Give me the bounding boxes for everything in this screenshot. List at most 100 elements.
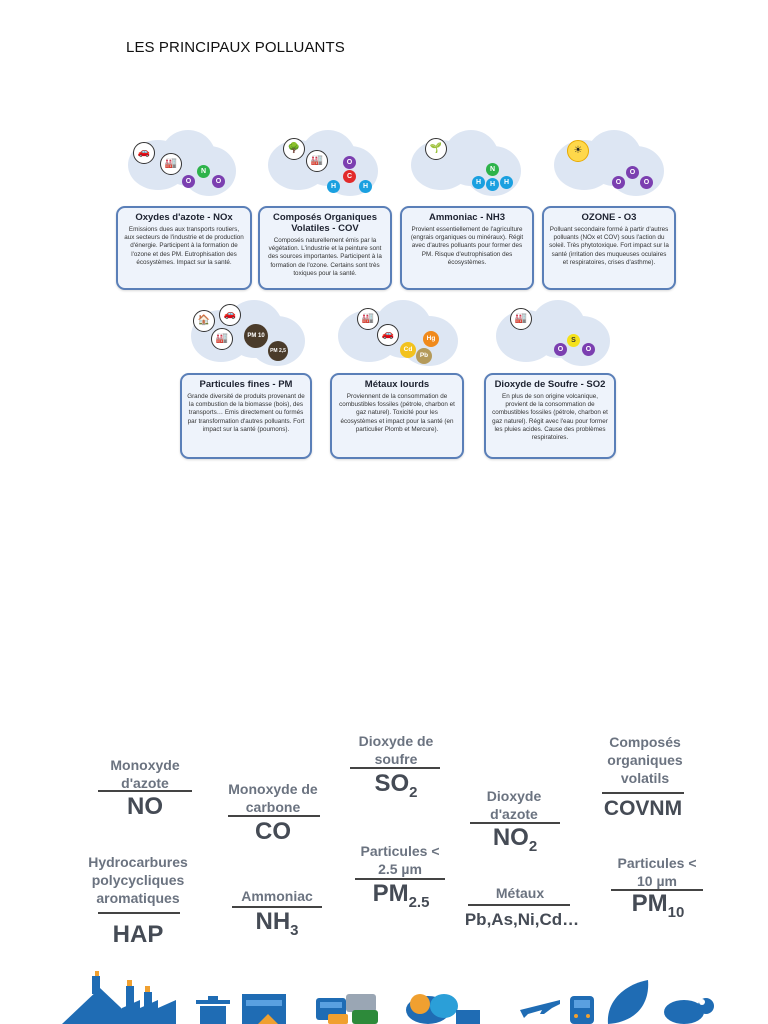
formula-metaux: Pb,As,Ni,Cd… — [452, 910, 592, 930]
oxygen-atom: O — [554, 343, 567, 356]
carbon-atom: C — [343, 170, 356, 183]
card-so2: Dioxyde de Soufre - SO2 En plus de son o… — [484, 373, 616, 459]
cloud-nox — [122, 128, 240, 200]
divider — [355, 878, 445, 880]
formula-text: NO — [492, 824, 529, 851]
car-icon: 🚗 — [219, 304, 241, 326]
oxygen-atom: O — [612, 176, 625, 189]
label-pm25: Particules < 2.5 µm — [360, 843, 440, 877]
airplane-icon — [520, 1000, 560, 1018]
card-body: Provient essentiellement de l'agricultur… — [410, 226, 524, 266]
oxygen-atom: O — [626, 166, 639, 179]
plant-icon: 🌱 — [425, 138, 447, 160]
cloud-nh3 — [405, 128, 525, 200]
formula-text: HAP — [112, 921, 164, 948]
formula-subscript: 2 — [409, 783, 418, 801]
oxygen-atom: O — [343, 156, 356, 169]
leaf-icon — [607, 980, 649, 1024]
oxygen-atom: O — [182, 175, 195, 188]
label-nh3: Ammoniac — [241, 888, 313, 904]
formula-so2: SO2 — [346, 770, 446, 801]
oxygen-atom: O — [582, 343, 595, 356]
sulfur-atom: S — [567, 334, 580, 347]
house-icon — [62, 971, 138, 1024]
card-title: Ammoniac - NH3 — [428, 212, 505, 223]
card-pm: Particules fines - PM Grande diversité d… — [180, 373, 312, 459]
lead-atom: Pb — [416, 348, 432, 364]
mercury-atom: Hg — [423, 331, 439, 347]
divider — [98, 790, 192, 792]
divider — [611, 889, 703, 891]
formula-subscript: 10 — [667, 903, 685, 921]
formula-text: PM — [372, 880, 409, 907]
formula-subscript: 3 — [290, 921, 299, 939]
card-o3: OZONE - O3 Polluant secondaire formé à p… — [542, 206, 676, 290]
formula-text: NO — [127, 793, 163, 820]
card-title: Métaux lourds — [364, 379, 430, 390]
hydrogen-atom: H — [359, 180, 372, 193]
cloud-icon — [406, 994, 480, 1024]
trash-bin-icon — [196, 996, 230, 1024]
oxygen-atom: O — [640, 176, 653, 189]
card-title: Composés Organiques Volatiles - COV — [273, 212, 377, 234]
car-icon: 🚗 — [133, 142, 155, 164]
card-cov: Composés Organiques Volatiles - COV Comp… — [258, 206, 392, 290]
label-no2: Dioxyde d'azote — [486, 788, 542, 822]
label-covnm: Composés organiques volatils — [607, 734, 683, 786]
factory-icon — [122, 980, 176, 1024]
formula-text: CO — [255, 818, 291, 845]
pm10-particle: PM 10 — [244, 324, 268, 348]
formula-pm25: PM2.5 — [346, 880, 456, 911]
cloud-so2 — [490, 298, 614, 370]
formula-co: CO — [222, 818, 324, 846]
card-body: En plus de son origine volcanique, provi… — [492, 393, 608, 442]
divider — [350, 767, 440, 769]
divider — [98, 912, 180, 914]
card-body: Proviennent de la consommation de combus… — [339, 393, 455, 433]
formula-text: PM — [631, 890, 668, 917]
card-body: Polluant secondaire formé à partir d'aut… — [549, 226, 669, 266]
label-pm10: Particules < 10 µm — [617, 855, 697, 889]
hydrogen-atom: H — [472, 176, 485, 189]
cloud-o3 — [548, 128, 668, 200]
factory-icon: 🏭 — [211, 328, 233, 350]
building-icon — [242, 994, 286, 1024]
card-nh3: Ammoniac - NH3 Provient essentiellement … — [400, 206, 534, 290]
cow-icon — [664, 998, 714, 1024]
formula-text: Pb,As,Ni,Cd… — [464, 910, 580, 929]
factory-icon: 🏭 — [160, 153, 182, 175]
formula-pm10: PM10 — [603, 890, 713, 921]
formula-nh3: NH3 — [222, 908, 332, 939]
label-hap: Hydrocarbures polycycliques aromatiques — [88, 854, 188, 906]
traffic-icon — [316, 994, 378, 1024]
tree-icon: 🌳 — [283, 138, 305, 160]
card-body: Emissions dues aux transports routiers, … — [124, 226, 244, 266]
pollution-sources-strip — [62, 971, 714, 1024]
label-metaux: Métaux — [495, 885, 545, 901]
sun-icon: ☀ — [567, 140, 589, 162]
formula-subscript: 2.5 — [408, 893, 430, 911]
label-no: Monoxyde d'azote — [110, 757, 180, 791]
card-title: Particules fines - PM — [199, 379, 293, 390]
pm25-particle: PM 2,5 — [268, 341, 288, 361]
divider — [232, 906, 322, 908]
label-co: Monoxyde de carbone — [228, 781, 318, 815]
oxygen-atom: O — [212, 175, 225, 188]
card-nox: Oxydes d'azote - NOx Emissions dues aux … — [116, 206, 252, 290]
hydrogen-atom: H — [500, 176, 513, 189]
card-title: OZONE - O3 — [581, 212, 637, 223]
hydrogen-atom: H — [327, 180, 340, 193]
card-metals: Métaux lourds Proviennent de la consomma… — [330, 373, 464, 459]
formula-no: NO — [95, 793, 195, 821]
factory-icon: 🏭 — [357, 308, 379, 330]
card-title: Oxydes d'azote - NOx — [135, 212, 233, 223]
factory-icon: 🏭 — [510, 308, 532, 330]
divider — [468, 904, 570, 906]
formula-text: NH — [255, 908, 291, 935]
formula-subscript: 2 — [528, 837, 538, 855]
nitrogen-atom: N — [486, 163, 499, 176]
hydrogen-atom: H — [486, 178, 499, 191]
cadmium-atom: Cd — [400, 342, 416, 358]
divider — [470, 822, 560, 824]
factory-icon: 🏭 — [306, 150, 328, 172]
